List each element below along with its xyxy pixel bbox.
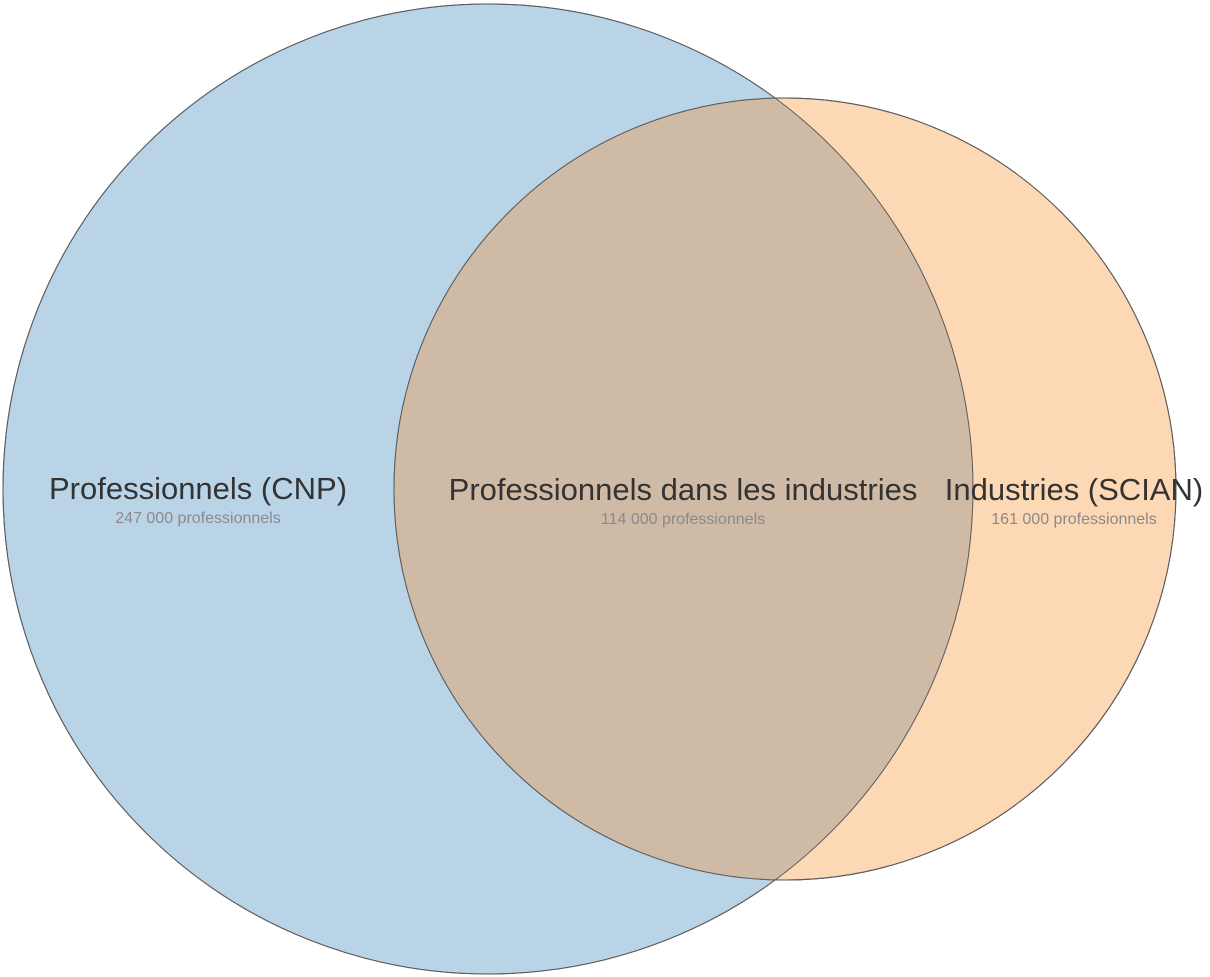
set-a-count: 247 000 professionnels: [115, 510, 280, 527]
circle-industries-scian-outline: [393, 97, 1177, 881]
set-b-label: Industries (SCIAN): [945, 472, 1203, 507]
set-b-count: 161 000 professionnels: [991, 511, 1156, 528]
overlap-count: 114 000 professionnels: [601, 511, 765, 528]
overlap-label: Professionnels dans les industries: [449, 472, 918, 507]
set-a-label: Professionnels (CNP): [49, 471, 347, 506]
circle-professionnels-cnp-outline: [2, 3, 974, 975]
overlap-region: [394, 98, 973, 880]
